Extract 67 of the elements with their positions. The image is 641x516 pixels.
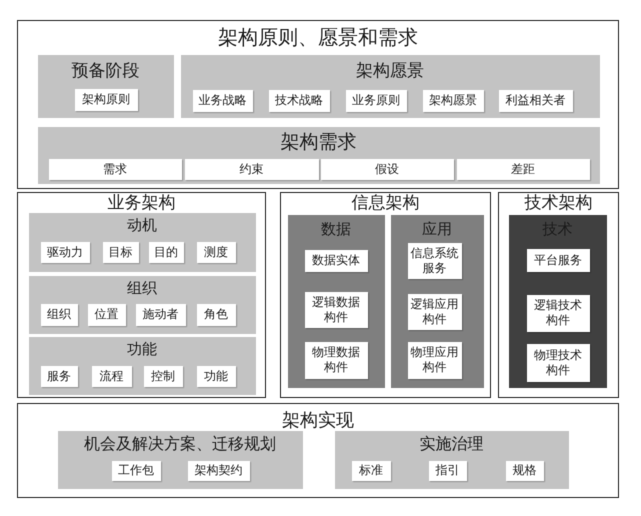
group-panel [28, 336, 256, 394]
section-panel [498, 192, 619, 398]
group-heading: 实施治理 [420, 436, 484, 454]
item-box: 角色 [196, 304, 236, 326]
group-panel [288, 214, 384, 388]
item-box: 功能 [196, 366, 236, 386]
section-panel [280, 192, 491, 398]
item-box: 标准 [352, 460, 390, 480]
group-panel [390, 214, 484, 388]
section-panel [17, 403, 619, 498]
item-box: 利益相关者 [498, 90, 572, 112]
item-box: 技术战略 [268, 90, 330, 112]
item-box: 驱动力 [40, 242, 90, 262]
item-box: 测度 [196, 242, 236, 262]
group-heading: 机会及解决方案、迁移规划 [84, 436, 276, 454]
section-heading: 架构实现 [282, 410, 354, 431]
item-box: 控制 [144, 366, 182, 386]
group-heading: 架构需求 [280, 132, 356, 154]
group-heading: 架构愿景 [356, 60, 424, 80]
item-box: 业务战略 [192, 90, 252, 112]
item-box: 架构契约 [188, 460, 250, 480]
group-panel [508, 214, 606, 388]
item-box: 假设 [320, 158, 454, 180]
item-box: 信息系统服务 [408, 242, 462, 278]
item-box: 约束 [184, 158, 318, 180]
group-heading: 组织 [127, 280, 157, 298]
item-box: 逻辑数据构件 [304, 292, 368, 328]
item-box: 工作包 [112, 460, 160, 480]
item-box: 目标 [102, 242, 138, 262]
group-panel [180, 54, 600, 118]
section-heading: 业务架构 [108, 193, 176, 213]
group-heading: 功能 [127, 342, 157, 359]
item-box: 规格 [506, 460, 544, 480]
item-box: 组织 [40, 304, 78, 326]
section-heading: 架构原则、愿景和需求 [218, 27, 418, 50]
section-heading: 技术架构 [524, 193, 592, 213]
group-heading: 数据 [321, 222, 351, 239]
section-panel [17, 20, 619, 189]
item-box: 指引 [428, 460, 466, 480]
group-panel [38, 126, 600, 184]
item-box: 架构愿景 [422, 90, 484, 112]
section-heading: 信息架构 [352, 193, 420, 213]
group-panel [28, 212, 256, 272]
section-panel [17, 192, 266, 398]
item-box: 施动者 [136, 304, 186, 326]
item-box: 物理数据构件 [304, 342, 368, 378]
item-box: 需求 [48, 158, 182, 180]
item-box: 位置 [88, 304, 126, 326]
item-box: 目的 [148, 242, 184, 262]
item-box: 逻辑应用构件 [408, 294, 462, 330]
group-panel [334, 430, 568, 488]
item-box: 逻辑技术构件 [526, 294, 590, 332]
item-box: 流程 [92, 366, 132, 386]
group-heading: 预备阶段 [72, 60, 140, 80]
group-heading: 动机 [127, 218, 157, 235]
item-box: 服务 [40, 366, 78, 386]
item-box: 平台服务 [526, 248, 590, 272]
group-panel [28, 276, 256, 334]
item-box: 业务原则 [346, 90, 406, 112]
group-panel [38, 54, 174, 118]
item-box: 物理应用构件 [408, 342, 462, 378]
item-box: 架构原则 [74, 88, 138, 110]
item-box: 数据实体 [304, 250, 368, 272]
item-box: 物理技术构件 [526, 344, 590, 382]
group-heading: 应用 [422, 222, 452, 239]
group-panel [58, 430, 302, 488]
item-box: 差距 [456, 158, 590, 180]
